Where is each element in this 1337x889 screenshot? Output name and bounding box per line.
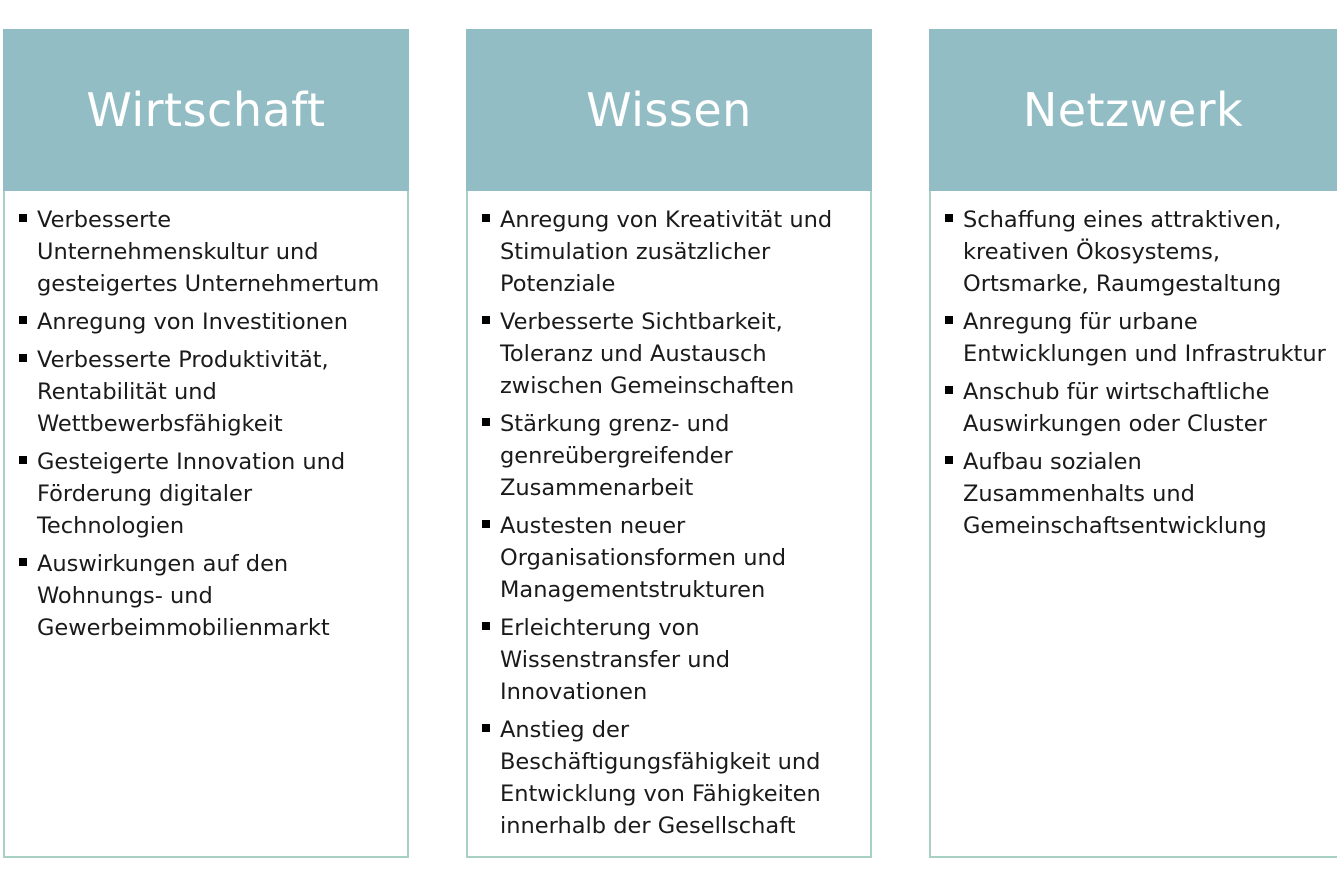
list-item-text: Auswirkungen auf den Wohnungs- und Gewer… xyxy=(37,551,330,641)
list-item-text: Anregung für urbane Entwicklungen und In… xyxy=(963,309,1326,367)
column-header: Wissen xyxy=(466,29,872,191)
list-item: Verbesserte Sichtbarkeit, Toleranz und A… xyxy=(482,306,862,402)
square-bullet-icon xyxy=(945,456,953,464)
column-wirtschaft: Wirtschaft Verbesserte Unternehmenskultu… xyxy=(3,29,409,858)
column-title: Wissen xyxy=(586,83,752,137)
list-item: Auswirkungen auf den Wohnungs- und Gewer… xyxy=(19,548,399,644)
list-item-text: Gesteigerte Innovation und Förderung dig… xyxy=(37,449,346,539)
square-bullet-icon xyxy=(482,418,490,426)
column-wissen: Wissen Anregung von Kreativität und Stim… xyxy=(466,29,872,858)
list-item: Aufbau sozialen Zusammenhalts und Gemein… xyxy=(945,446,1329,542)
list-item: Verbesserte Unternehmenskultur und geste… xyxy=(19,204,399,300)
list-item: Austesten neuer Organisationsformen und … xyxy=(482,510,862,606)
square-bullet-icon xyxy=(945,214,953,222)
column-list: Schaffung eines attraktiven, kreativen Ö… xyxy=(931,191,1337,542)
list-item-text: Verbesserte Sichtbarkeit, Toleranz und A… xyxy=(500,309,795,399)
square-bullet-icon xyxy=(945,316,953,324)
list-item-text: Stärkung grenz- und genreübergreifender … xyxy=(500,411,733,501)
square-bullet-icon xyxy=(482,214,490,222)
list-item: Anschub für wirtschaftliche Auswirkungen… xyxy=(945,376,1329,440)
column-title: Netzwerk xyxy=(1022,83,1244,137)
list-item: Stärkung grenz- und genreübergreifender … xyxy=(482,408,862,504)
square-bullet-icon xyxy=(19,214,27,222)
list-item: Verbesserte Produktivität, Rentabilität … xyxy=(19,344,399,440)
list-item-text: Schaffung eines attraktiven, kreativen Ö… xyxy=(963,207,1282,297)
list-item-text: Anschub für wirtschaftliche Auswirkungen… xyxy=(963,379,1270,437)
square-bullet-icon xyxy=(482,520,490,528)
list-item: Schaffung eines attraktiven, kreativen Ö… xyxy=(945,204,1329,300)
square-bullet-icon xyxy=(482,316,490,324)
list-item-text: Aufbau sozialen Zusammenhalts und Gemein… xyxy=(963,449,1267,539)
square-bullet-icon xyxy=(945,386,953,394)
square-bullet-icon xyxy=(19,456,27,464)
list-item-text: Verbesserte Unternehmenskultur und geste… xyxy=(37,207,380,297)
column-netzwerk: Netzwerk Schaffung eines attraktiven, kr… xyxy=(929,29,1337,858)
column-title: Wirtschaft xyxy=(86,83,326,137)
list-item-text: Austesten neuer Organisationsformen und … xyxy=(500,513,786,603)
list-item: Gesteigerte Innovation und Förderung dig… xyxy=(19,446,399,542)
column-list: Anregung von Kreativität und Stimulation… xyxy=(468,191,870,842)
list-item-text: Verbesserte Produktivität, Rentabilität … xyxy=(37,347,329,437)
list-item-text: Anstieg der Beschäftigungsfähigkeit und … xyxy=(500,717,821,839)
column-header: Wirtschaft xyxy=(3,29,409,191)
list-item: Anstieg der Beschäftigungsfähigkeit und … xyxy=(482,714,862,842)
list-item: Erleichterung von Wissenstransfer und In… xyxy=(482,612,862,708)
square-bullet-icon xyxy=(482,724,490,732)
list-item: Anregung für urbane Entwicklungen und In… xyxy=(945,306,1329,370)
square-bullet-icon xyxy=(19,316,27,324)
list-item-text: Anregung von Investitionen xyxy=(37,309,349,335)
square-bullet-icon xyxy=(19,354,27,362)
square-bullet-icon xyxy=(19,558,27,566)
column-header: Netzwerk xyxy=(929,29,1337,191)
list-item: Anregung von Investitionen xyxy=(19,306,399,338)
square-bullet-icon xyxy=(482,622,490,630)
list-item: Anregung von Kreativität und Stimulation… xyxy=(482,204,862,300)
list-item-text: Erleichterung von Wissenstransfer und In… xyxy=(500,615,731,705)
column-list: Verbesserte Unternehmenskultur und geste… xyxy=(5,191,407,644)
list-item-text: Anregung von Kreativität und Stimulation… xyxy=(500,207,833,297)
